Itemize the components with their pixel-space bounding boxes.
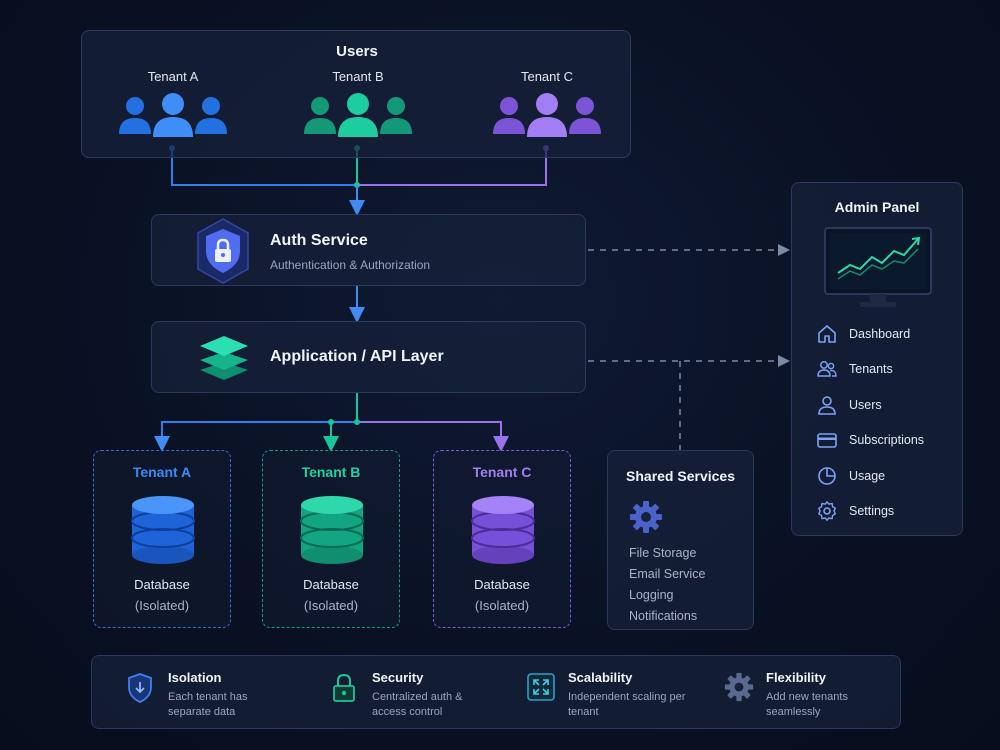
shield-lock-icon [197,218,249,284]
db-note: (Isolated) [474,598,530,613]
db-label: Database [474,577,530,592]
feature-title: Scalability [568,670,633,685]
admin-item-usage[interactable]: Usage [816,465,885,487]
feature-title: Flexibility [766,670,826,685]
tenant-b-users: Tenant B [288,69,428,140]
admin-panel-title: Admin Panel [834,199,920,215]
feature-desc: Each tenant has separate data [168,691,248,718]
admin-item-dashboard[interactable]: Dashboard [816,323,910,345]
feature-title: Isolation [168,670,222,685]
shield-icon [128,673,152,703]
api-layer-node: Application / API Layer [151,321,586,393]
tenant-b-database: Tenant B Database (Isolated) [262,450,400,628]
admin-item-subscriptions[interactable]: Subscriptions [816,429,924,451]
admin-item-tenants[interactable]: Tenants [816,358,893,380]
admin-panel: Admin Panel Dashboard Tenants Users Subs… [791,182,963,536]
admin-item-label: Usage [849,469,886,483]
users-group-icon [119,93,227,137]
tenant-b-label: Tenant B [332,69,384,84]
home-icon [818,325,836,343]
gear-icon [724,672,754,702]
users-panel: Users Tenant A Tenant B Tenant C [81,30,631,158]
admin-item-users[interactable]: Users [816,394,882,416]
db-tenant-label: Tenant A [132,464,192,480]
auth-service-subtitle: Authentication & Authorization [270,258,431,272]
expand-icon [527,673,555,701]
pie-chart-icon [818,467,836,485]
card-icon [817,433,837,448]
db-tenant-label: Tenant B [301,464,361,480]
db-label: Database [303,577,359,592]
feature-desc: Centralized auth & access control [372,691,463,718]
db-label: Database [134,577,190,592]
shared-services-title: Shared Services [626,468,735,484]
feature-title: Security [372,670,424,685]
tenant-a-users: Tenant A [103,69,243,140]
shared-item-logging: Logging [629,588,674,602]
db-tenant-label: Tenant C [472,464,532,480]
auth-service-node: Auth Service Authentication & Authorizat… [151,214,586,286]
database-icon [131,496,195,564]
tenant-c-database: Tenant C Database (Isolated) [433,450,571,628]
feature-desc: Add new tenants seamlessly [766,691,848,718]
feature-desc: Independent scaling per tenant [568,691,686,718]
monitor-chart-icon [824,227,932,307]
users-group-icon [493,93,601,137]
gear-icon [818,501,837,521]
admin-item-label: Users [849,398,882,412]
db-note: (Isolated) [303,598,359,613]
shared-item-email-service: Email Service [629,567,706,581]
shared-item-file-storage: File Storage [629,546,697,560]
database-icon [471,496,535,564]
admin-item-label: Subscriptions [849,433,925,447]
tenant-a-label: Tenant A [147,69,199,84]
tenant-c-users: Tenant C [477,69,617,140]
tenant-a-database: Tenant A Database (Isolated) [93,450,231,628]
shared-item-notifications: Notifications [629,609,698,623]
tenant-c-label: Tenant C [520,69,574,84]
auth-service-title: Auth Service [270,232,368,249]
gear-icon [630,501,662,533]
admin-item-label: Settings [849,504,895,518]
features-bar: Isolation Each tenant has separate data … [91,655,901,729]
lock-icon [333,673,355,702]
users-group-icon [304,93,412,137]
api-layer-title: Application / API Layer [270,348,444,365]
users-title: Users [336,43,378,60]
database-icon [300,496,364,564]
layers-icon [200,336,248,380]
admin-item-label: Dashboard [849,327,911,341]
db-note: (Isolated) [134,598,190,613]
user-icon [818,396,836,415]
shared-services-panel: Shared Services File Storage Email Servi… [607,450,754,630]
people-icon [817,361,837,377]
admin-item-label: Tenants [849,362,893,376]
admin-item-settings[interactable]: Settings [816,500,894,522]
